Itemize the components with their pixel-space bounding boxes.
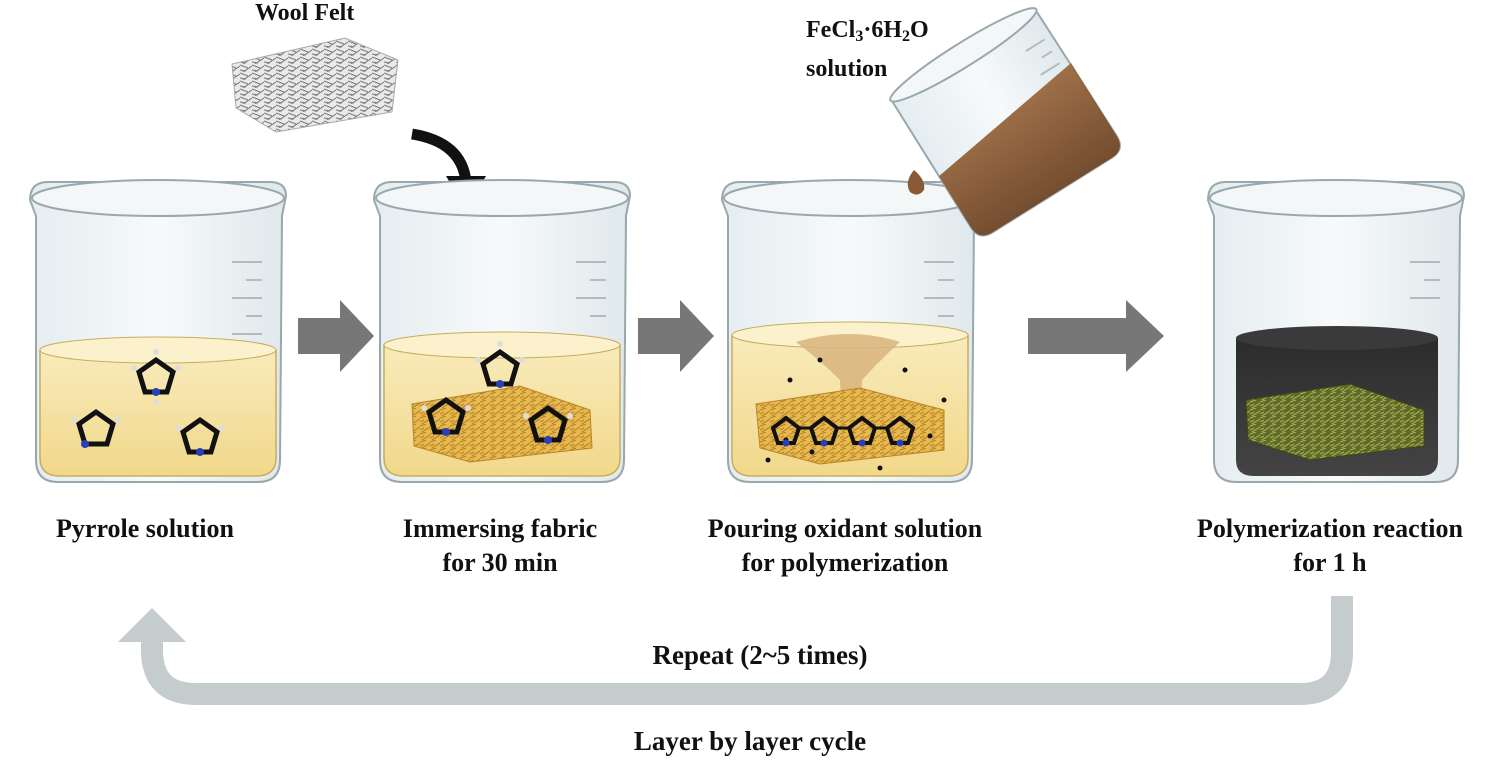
pyrrole-molecule (523, 404, 573, 444)
pyrrole-molecule (175, 416, 225, 456)
process-arrow-2 (638, 300, 714, 372)
oxidant-swirl (796, 334, 900, 420)
process-arrow-3 (1028, 300, 1164, 372)
pyrrole-molecule (421, 396, 471, 436)
wool-felt-label: Wool Felt (255, 0, 355, 26)
polypyrrole-chain (770, 415, 916, 447)
pyrrole-molecule (71, 408, 121, 448)
cycle-label: Layer by layer cycle (633, 726, 867, 756)
beaker-oxidant (720, 179, 980, 483)
fecl3-label: FeCl3·6H2O solution (806, 14, 929, 85)
wool-felt-block (231, 37, 399, 133)
process-arrow-1 (298, 300, 374, 372)
fecl3-formula: FeCl3·6H2O (806, 17, 929, 45)
pyrrole-molecule (475, 341, 525, 388)
beaker-immersing (372, 179, 632, 483)
repeat-label: Repeat (2~5 times) (652, 640, 868, 670)
cycle-arrow (118, 596, 1353, 705)
pyrrole-molecule (131, 349, 181, 405)
pouring-beaker (889, 7, 1121, 237)
coated-fabric (1245, 383, 1425, 461)
oxidant-drop (907, 170, 925, 195)
beaker-polymerization (1206, 179, 1466, 483)
step1-label: Pyrrole solution (56, 514, 234, 543)
fecl3-solution-text: solution (806, 56, 888, 82)
beaker-pyrrole (28, 179, 288, 483)
pyrrole-molecules (71, 341, 916, 456)
